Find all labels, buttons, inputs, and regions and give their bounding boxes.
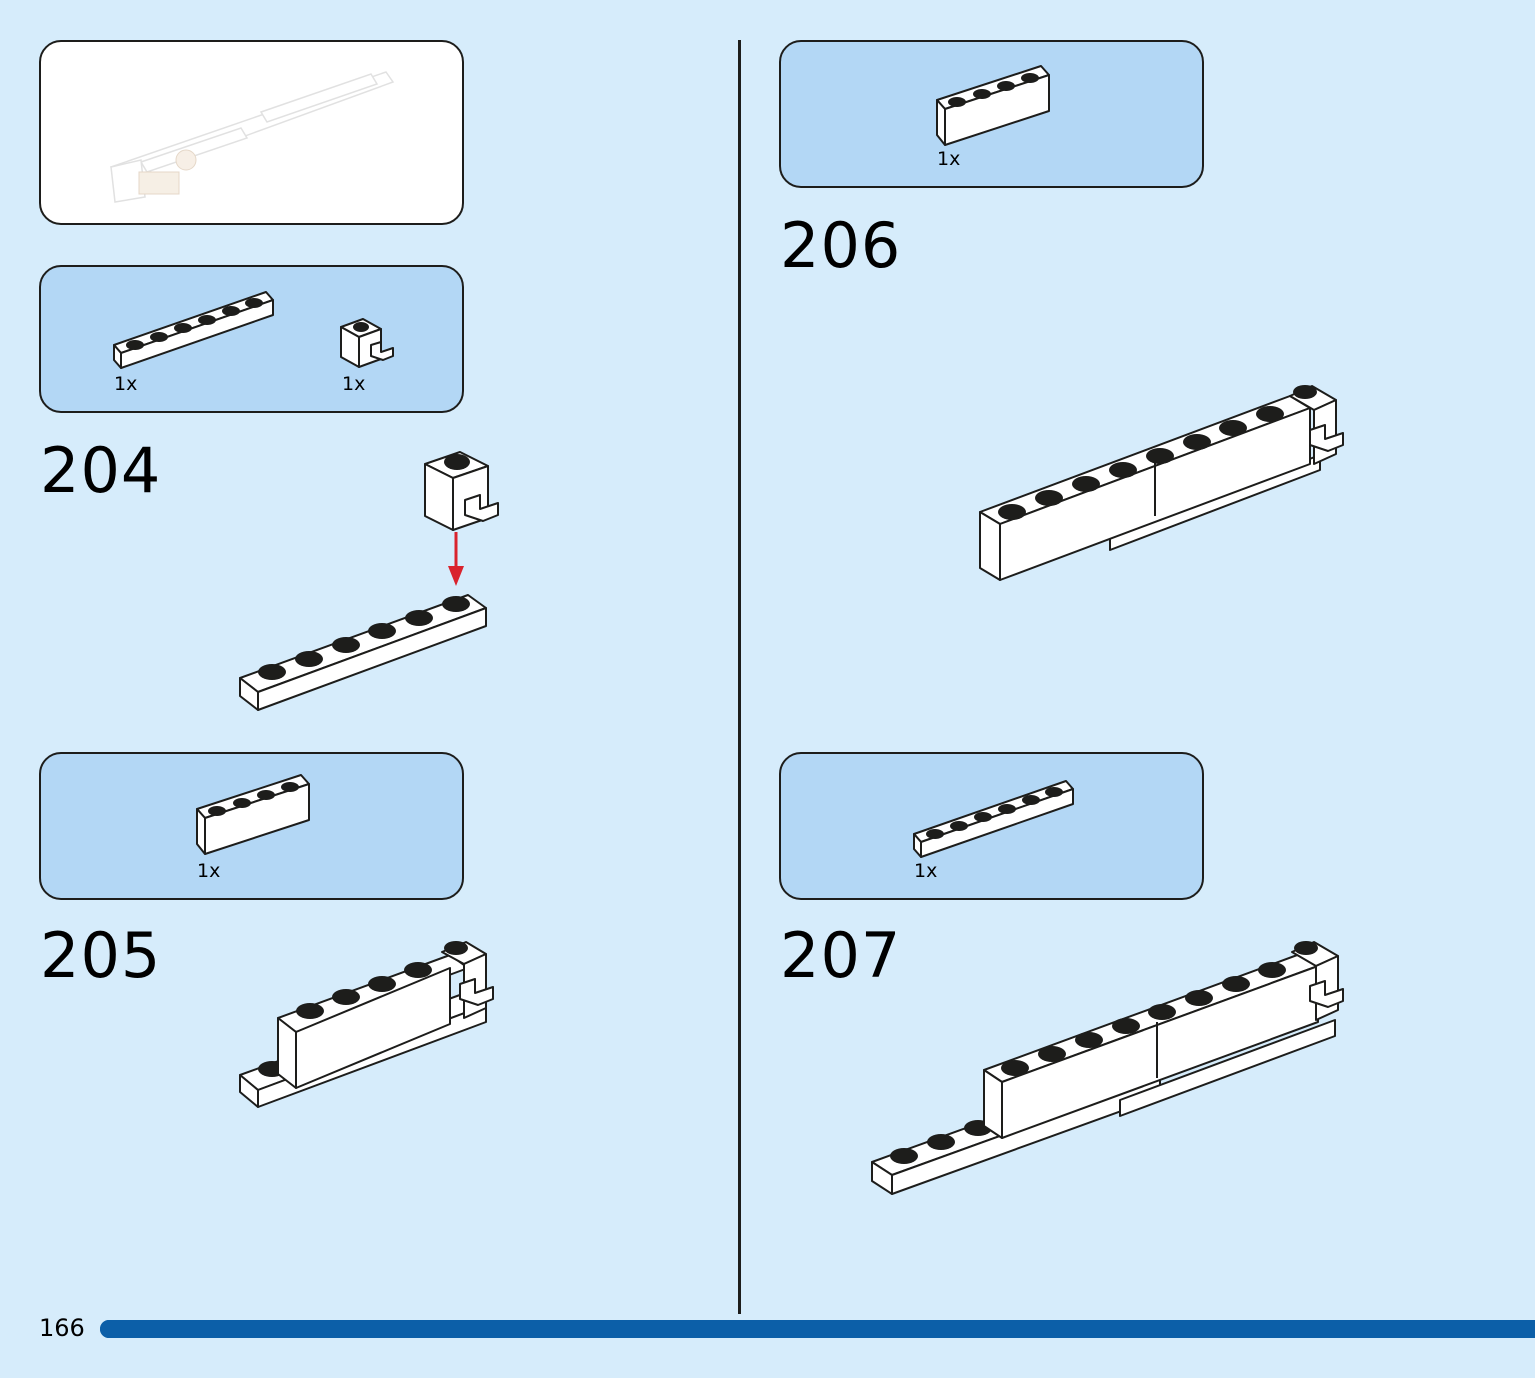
step-207-parts-box: 1x [779,752,1204,900]
part-qty: 1x [342,373,366,395]
part-qty: 1x [197,860,221,882]
progress-bar [100,1320,1535,1338]
brick-1x4-icon [936,65,1050,146]
part-qty: 1x [114,373,138,395]
page-number: 166 [39,1314,85,1342]
submodel-preview-illustration [109,71,395,203]
step-206-build-illustration [979,385,1344,581]
step-206-parts-box: 1x [779,40,1204,188]
step-204-parts-box: 1x 1x [39,265,464,413]
brick-1x4-icon [196,774,310,855]
step-205-build-illustration [239,941,494,1108]
step-number: 207 [780,919,902,992]
part-qty: 1x [937,148,961,170]
step-number: 205 [40,919,162,992]
progress-bar-fill [100,1320,1535,1338]
plate-1x6-icon [113,291,274,369]
submodel-context-box [39,40,464,225]
column-divider [738,40,741,1314]
plate-1x6-icon [913,780,1074,858]
brick-1x1-clip-icon [340,318,394,368]
step-205-parts-box: 1x [39,752,464,900]
step-207-build-illustration [871,941,1344,1195]
step-number: 204 [40,434,162,507]
step-204-build-illustration [239,451,499,711]
part-qty: 1x [914,860,938,882]
step-number: 206 [780,209,902,282]
